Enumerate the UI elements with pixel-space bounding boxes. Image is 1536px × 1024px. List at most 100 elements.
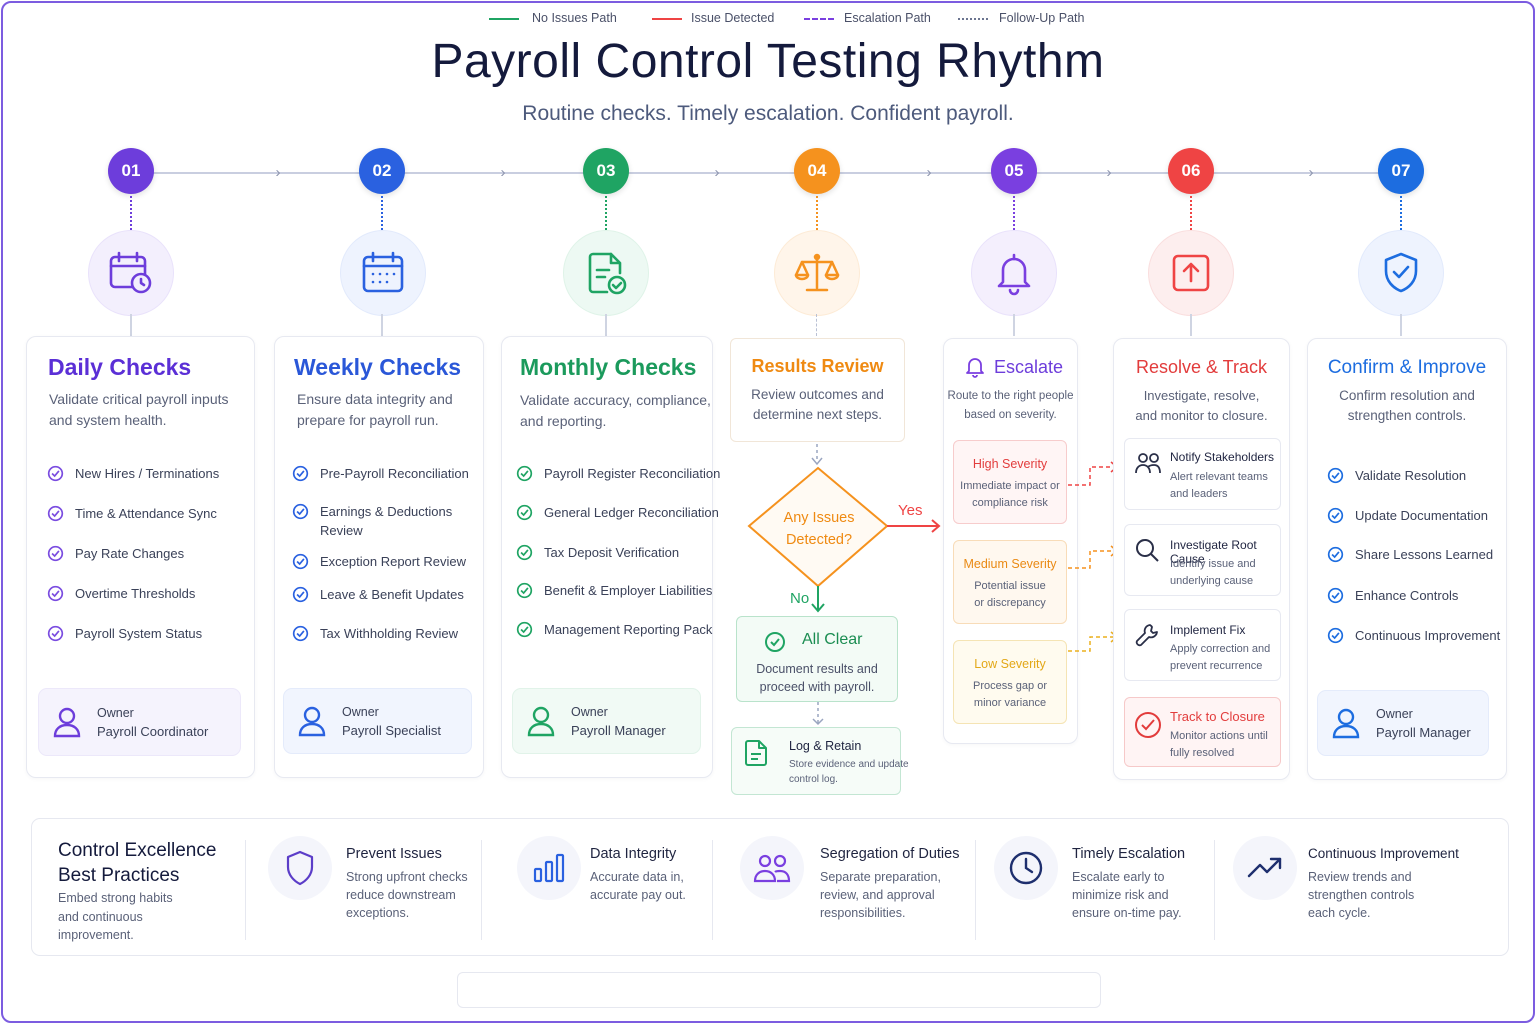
check-circle-icon	[516, 544, 533, 561]
list-item: Tax Deposit Verification	[516, 543, 679, 562]
decision-flow	[747, 444, 941, 726]
step-badge-05: 05	[991, 148, 1037, 194]
check-circle-icon	[47, 585, 64, 602]
check-circle-icon	[292, 503, 309, 520]
legend	[457, 972, 1101, 1008]
yes-label: Yes	[898, 502, 923, 519]
list-item: Exception Report Review	[292, 552, 466, 571]
bp-desc: Separate preparation,review, and approva…	[820, 870, 941, 920]
list-item: Overtime Thresholds	[47, 584, 195, 603]
monthly-desc: Validate accuracy, compliance,and report…	[520, 392, 711, 429]
upload-arrow-icon	[1148, 230, 1234, 316]
trend-up-icon	[1233, 836, 1297, 900]
divider	[712, 840, 713, 940]
check-circle-icon	[1327, 467, 1344, 484]
connector	[1013, 314, 1015, 336]
list-item: Continuous Improvement	[1327, 626, 1500, 645]
list-item: Benefit & Employer Liabilities	[516, 581, 712, 600]
connector	[605, 314, 607, 336]
bp-title: Timely Escalation	[1072, 846, 1186, 862]
page-subtitle: Routine checks. Timely escalation. Confi…	[522, 102, 1014, 125]
divider	[481, 840, 482, 940]
check-circle-icon	[47, 625, 64, 642]
document-check-icon	[563, 230, 649, 316]
check-circle-icon	[516, 504, 533, 521]
chevron-right-icon: ›	[1308, 164, 1314, 181]
divider	[975, 840, 976, 940]
bar-chart-icon	[517, 836, 581, 900]
check-circle-icon	[1327, 507, 1344, 524]
legend-swatch	[489, 18, 519, 20]
legend-swatch	[958, 18, 988, 20]
list-item: Pay Rate Changes	[47, 544, 184, 563]
step-badge-02: 02	[359, 148, 405, 194]
divider	[245, 840, 246, 940]
resolve-desc: Investigate, resolve,and monitor to clos…	[1135, 388, 1268, 423]
connector	[1013, 196, 1015, 230]
resolve-title: Resolve & Track	[1135, 357, 1268, 377]
connector	[381, 196, 383, 230]
connector	[605, 196, 607, 230]
list-item: Time & Attendance Sync	[47, 504, 217, 523]
shield-icon	[268, 836, 332, 900]
weekly-title: Weekly Checks	[294, 354, 462, 380]
step-badge-06: 06	[1168, 148, 1214, 194]
list-item: New Hires / Terminations	[47, 464, 219, 483]
action-investigate-root-cause: Investigate Root Cause Identify issue an…	[1124, 524, 1281, 596]
calendar-clock-icon	[88, 230, 174, 316]
timeline-line	[130, 172, 1402, 174]
log-title: Log & Retain	[789, 739, 862, 753]
check-circle-icon	[292, 553, 309, 570]
legend-swatch	[652, 18, 682, 20]
check-circle-icon	[516, 621, 533, 638]
check-circle-icon	[292, 465, 309, 482]
list-item: Tax Withholding Review	[292, 624, 458, 643]
check-circle-icon	[1327, 546, 1344, 563]
connector	[816, 196, 818, 230]
results-title: Results Review	[751, 356, 884, 376]
user-icon	[1332, 708, 1360, 739]
bp-title: Data Integrity	[590, 846, 677, 862]
no-label: No	[790, 590, 810, 607]
divider	[1214, 840, 1215, 940]
best-practices-panel	[31, 818, 1509, 956]
document-icon	[745, 740, 767, 766]
check-circle-icon	[292, 625, 309, 642]
legend-item: No Issues Path	[532, 11, 617, 25]
chevron-right-icon: ›	[500, 164, 506, 181]
step-badge-03: 03	[583, 148, 629, 194]
check-circle-icon	[292, 586, 309, 603]
connector	[381, 314, 383, 336]
monthly-title: Monthly Checks	[520, 354, 697, 380]
list-item: Validate Resolution	[1327, 466, 1466, 485]
chevron-right-icon: ›	[714, 164, 720, 181]
list-item: General Ledger Reconciliation	[516, 503, 719, 522]
legend-item: Issue Detected	[691, 11, 775, 25]
connector	[1400, 314, 1402, 336]
page-title: Payroll Control Testing Rhythm	[431, 35, 1105, 88]
check-circle-icon	[47, 505, 64, 522]
confirm-title: Confirm & Improve	[1327, 357, 1487, 378]
connector	[1400, 196, 1402, 230]
connector	[816, 314, 817, 336]
action-notify-stakeholders: Notify Stakeholders Alert relevant teams…	[1124, 438, 1281, 510]
legend-item: Follow-Up Path	[999, 11, 1085, 25]
step-badge-04: 04	[794, 148, 840, 194]
connector	[1190, 196, 1192, 230]
